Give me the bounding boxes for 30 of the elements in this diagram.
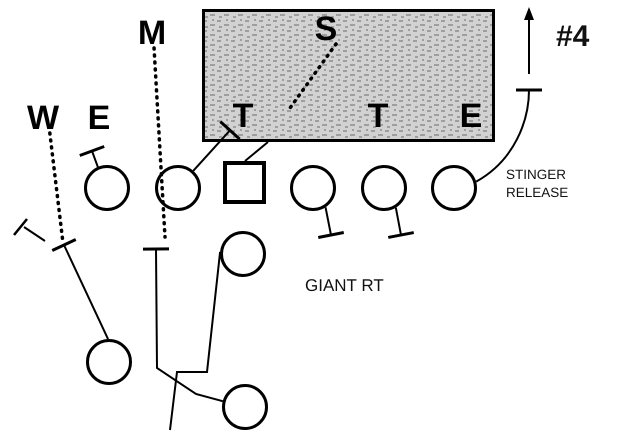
block-route	[50, 238, 109, 340]
route-line	[169, 252, 222, 430]
shaded-zone-box	[202, 9, 495, 142]
play-number: #4	[556, 20, 590, 54]
player-circle	[155, 165, 201, 211]
player-letter: W	[24, 103, 62, 133]
player-circle	[361, 165, 407, 211]
block-route	[316, 207, 346, 240]
player-letter: T	[230, 101, 256, 131]
player-circle	[86, 339, 132, 385]
dotted-path	[152, 46, 167, 239]
player-circle	[431, 165, 477, 211]
player-circle	[220, 231, 266, 277]
block-route	[476, 88, 544, 183]
player-letter: E	[458, 101, 484, 131]
center-square	[223, 161, 266, 204]
block-route	[142, 247, 223, 402]
player-circle	[290, 165, 336, 211]
block-route	[78, 145, 106, 168]
player-letter: M	[135, 18, 169, 48]
formation-label: GIANT RT	[305, 276, 384, 296]
block-route	[386, 208, 416, 239]
player-letter: E	[85, 103, 113, 133]
player-letter: T	[365, 101, 391, 131]
block-route	[192, 120, 242, 172]
player-letter: S	[311, 14, 341, 44]
play-note: STINGER RELEASE	[506, 166, 570, 202]
route-line	[244, 141, 269, 162]
player-circle	[84, 165, 130, 211]
player-circle	[222, 384, 268, 430]
